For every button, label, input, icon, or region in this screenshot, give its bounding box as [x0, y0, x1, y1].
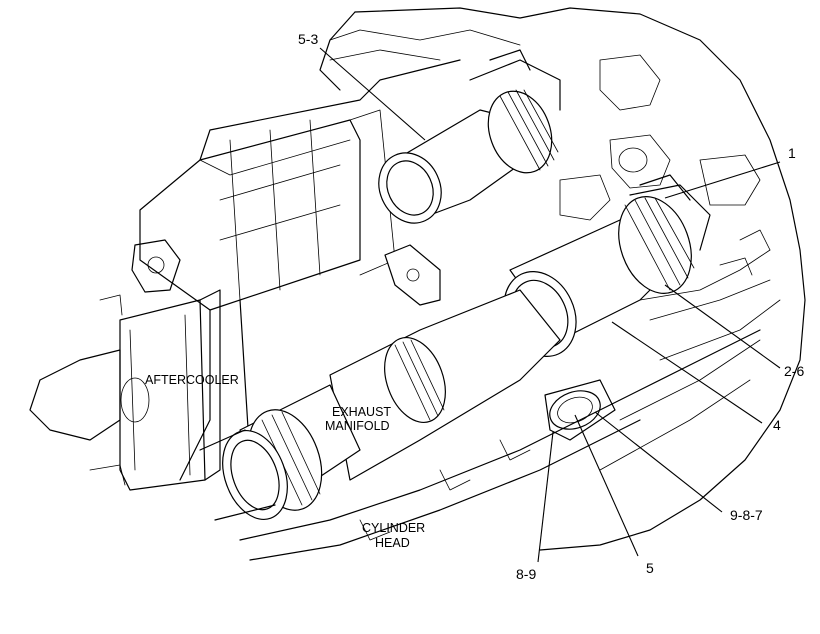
callout-8-9: 8-9 — [516, 566, 536, 582]
engine-block — [319, 7, 806, 551]
callout-9-8-7: 9-8-7 — [730, 507, 763, 523]
callout-5-3: 5-3 — [298, 31, 318, 47]
gasket-flange — [544, 379, 616, 441]
exhaust-manifold — [199, 289, 561, 521]
callout-1: 1 — [788, 145, 796, 161]
cylinder-head — [239, 329, 761, 561]
label-exhaust-manifold-1: EXHAUST — [332, 405, 391, 419]
upper-exhaust-pipe — [378, 49, 561, 224]
callout-2-6: 2-6 — [784, 363, 804, 379]
callout-5: 5 — [646, 560, 654, 576]
label-exhaust-manifold-2: MANIFOLD — [325, 419, 390, 433]
label-cylinder-head-1: CYLINDER — [362, 521, 425, 535]
leader-lines — [319, 47, 781, 563]
label-aftercooler: AFTERCOOLER — [145, 373, 239, 387]
callout-4: 4 — [773, 417, 781, 433]
bracket — [384, 244, 441, 306]
label-cylinder-head-2: HEAD — [375, 536, 410, 550]
aftercooler-housing — [29, 29, 521, 491]
right-exhaust-pipe — [503, 174, 711, 357]
